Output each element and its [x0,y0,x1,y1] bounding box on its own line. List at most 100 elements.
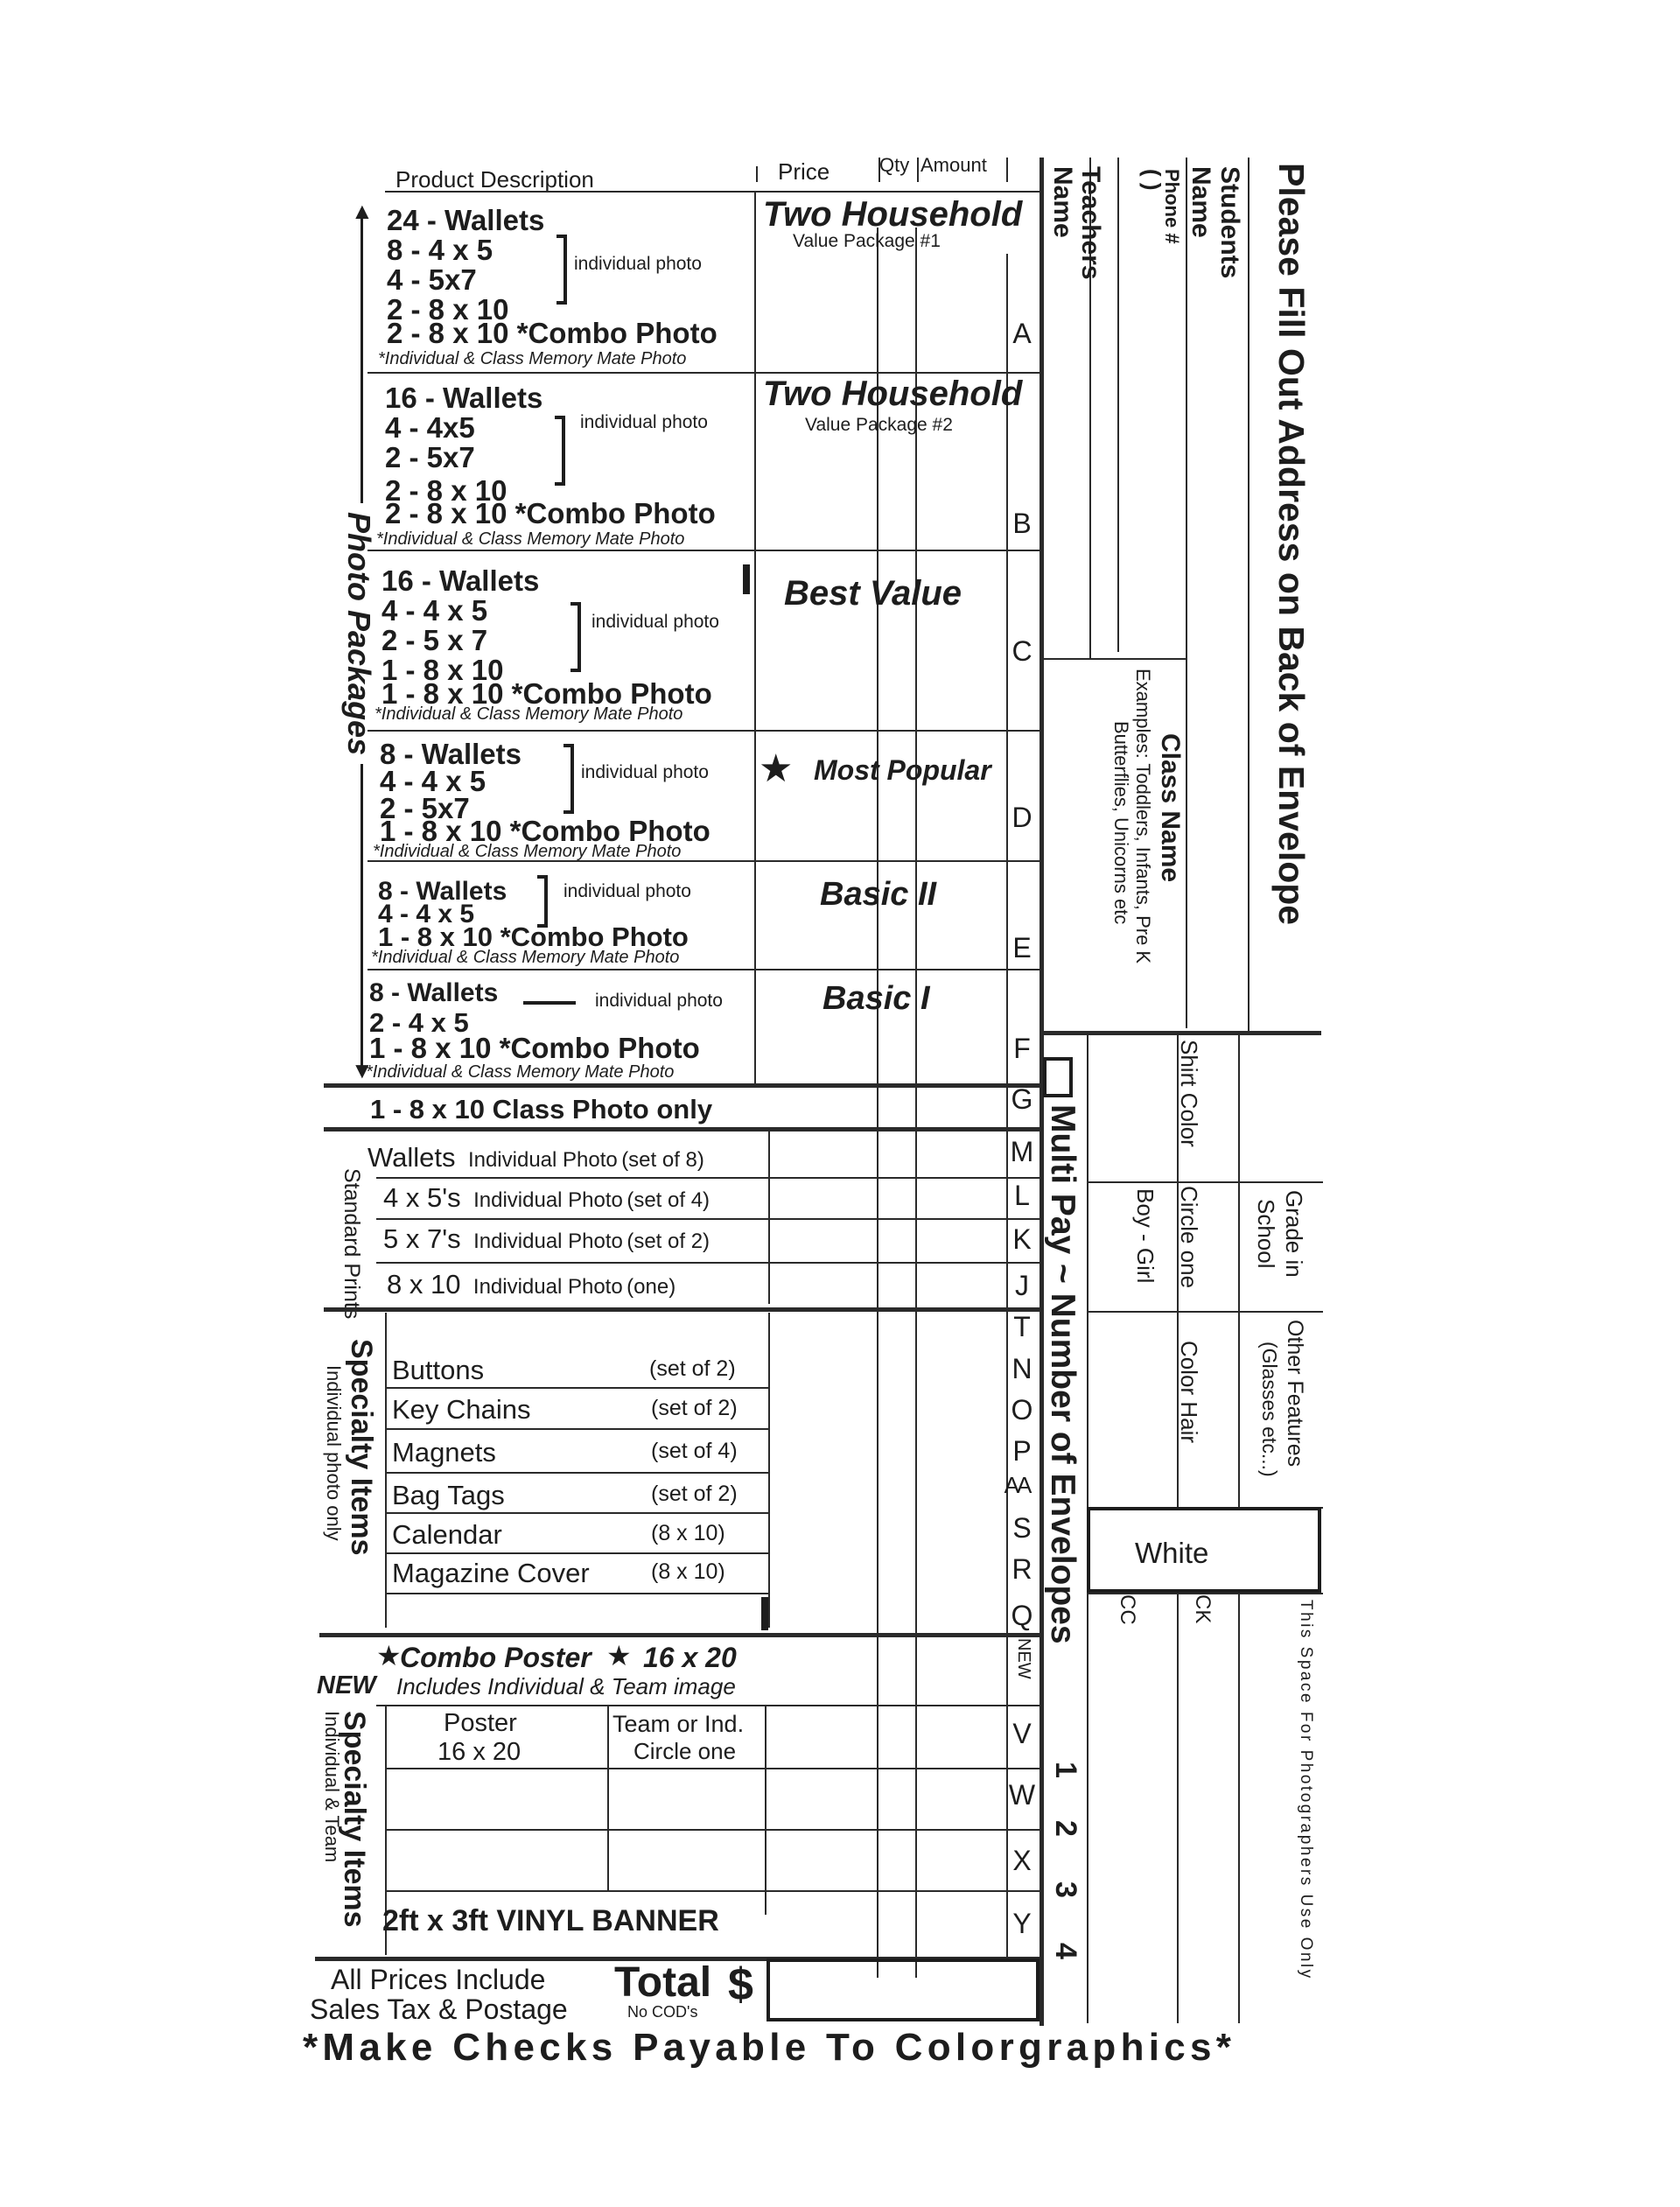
package-d-note: *Individual & Class Memory Mate Photo [373,842,682,861]
package-b-subtitle: Value Package #2 [805,415,953,435]
code-column-line [1006,254,1008,1960]
main-divider-line [1040,158,1044,2026]
teachers-name-2: Name [1048,166,1077,238]
bracket [555,416,565,486]
specialty-name: Key Chains [392,1394,531,1425]
package-e-title: Basic II [820,876,937,913]
bracket [556,235,567,305]
total-amount-box[interactable] [766,1958,1040,2021]
class-name-label: Class Name [1156,733,1185,883]
total-label: Total [614,1959,712,2006]
star-icon: ★ [606,1640,632,1671]
section-rule [315,1957,1041,1961]
code-r: R [1012,1553,1032,1585]
right-column-line [1186,158,1187,1028]
totals-line2: Sales Tax & Postage [310,1993,568,2025]
specialty-left-line [385,1313,387,1628]
code-new: NEW [1014,1638,1033,1679]
package-a-individual: individual photo [574,254,702,274]
photographer-note: This Space For Photographers Use Only [1297,1600,1315,1980]
code-l: L [1014,1180,1030,1211]
dollar-sign: $ [728,1959,753,2010]
package-d-title: Most Popular [814,754,991,786]
header-tick [756,166,758,182]
section-rule [319,1633,1041,1637]
specialty-qty: (8 x 10) [651,1521,725,1545]
code-s: S [1012,1512,1032,1544]
row-rule [385,1593,768,1594]
bracket [564,744,574,814]
amount-column-line [915,228,917,1978]
envelope-4: 4 [1049,1943,1082,1959]
header-tick [878,158,880,182]
standard-print-row: Wallets Individual Photo (set of 8) [368,1142,704,1173]
white-label: White [1135,1537,1209,1569]
envelope-3: 3 [1049,1881,1082,1898]
row-rule [385,1890,1041,1892]
qty-column-line [877,228,878,1978]
students-name-1: Students [1215,166,1244,279]
right-rule [1087,1311,1323,1313]
no-cod: No COD's [627,2003,698,2021]
header-rule [385,191,1041,193]
specialty-name: Calendar [392,1519,502,1550]
specialty-label: Specialty Items [345,1339,378,1556]
multipay-checkbox[interactable] [1043,1057,1073,1097]
code-x: X [1012,1845,1032,1876]
code-q: Q [1011,1600,1033,1631]
package-e-code: E [1012,932,1032,963]
package-d-individual: individual photo [581,762,709,782]
new-label: NEW [317,1671,376,1699]
package-divider [368,550,1041,551]
price-column-line [768,1129,770,1304]
poster-col1-sub: 16 x 20 [438,1738,522,1766]
standard-prints-side: Standard Prints [308,1168,378,1319]
package-a-title: Two Household [763,195,1023,234]
specialty-qty: (8 x 10) [651,1559,725,1584]
teachers-name-1: Teachers [1076,166,1105,280]
package-a-note: *Individual & Class Memory Mate Photo [378,349,687,368]
row-rule [385,1387,768,1389]
header-tick [1006,158,1008,182]
totals-line1: All Prices Include [331,1964,546,1995]
package-b-wallets: 16 - Wallets [385,382,543,414]
code-w: W [1008,1779,1036,1811]
address-header: Please Fill Out Address on Back of Envel… [1271,163,1312,926]
package-d-combo: 1 - 8 x 10 *Combo Photo [380,815,710,847]
price-column-line [768,1313,770,1628]
specialty-name: Buttons [392,1355,485,1385]
specialty-name: Bag Tags [392,1480,505,1510]
poster-includes: Includes Individual & Team image [396,1673,736,1699]
row-rule [376,1705,1041,1706]
envelope-1: 1 [1049,1762,1082,1778]
row-rule [376,1262,1041,1264]
package-f-wallets: 8 - Wallets [369,978,499,1007]
footer-checks: *Make Checks Payable To Colorgraphics* [303,2026,1236,2069]
arrow-up-icon: ▲ [351,198,374,224]
right-rule [1087,1593,1323,1594]
envelope-2: 2 [1049,1820,1082,1837]
code-t: T [1013,1311,1031,1342]
code-n: N [1012,1353,1032,1384]
poster-side: Specialty Items Individual & Team [308,1711,378,1965]
white-box [1087,1507,1321,1593]
package-f-note: *Individual & Class Memory Mate Photo [366,1062,675,1082]
ck-label: CK [1191,1594,1214,1624]
poster-column-line [607,1705,609,1890]
header-price: Price [778,158,830,185]
package-divider [368,860,1041,862]
color-hair-label: Color Hair [1176,1341,1202,1444]
right-column-line [1117,158,1119,652]
price-column-line [765,1705,766,1915]
code-m: M [1010,1136,1034,1167]
package-f-code: F [1013,1033,1031,1064]
other-features-2: (Glasses etc...) [1258,1342,1281,1477]
class-examples-2: Butterflies, Unicorns etc [1110,721,1132,925]
package-e-combo: 1 - 8 x 10 *Combo Photo [378,921,689,952]
dash [523,1001,576,1005]
standard-prints-label: Standard Prints [340,1168,364,1320]
star-icon: ★ [759,747,794,790]
arrow-down-icon: ▼ [351,1057,374,1083]
poster-size: 16 x 20 [643,1642,737,1673]
